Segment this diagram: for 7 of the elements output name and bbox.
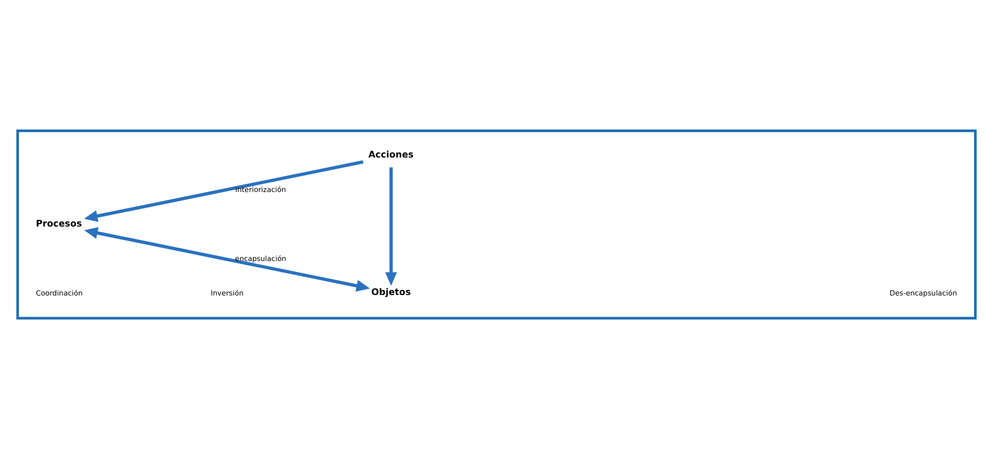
node-text: Objetos (371, 288, 411, 298)
cluster (16, 130, 977, 320)
node-text: Procesos (36, 219, 82, 230)
arrow (84, 227, 370, 292)
arrow (385, 167, 397, 286)
arrow (84, 160, 364, 222)
node-text: Acciones (368, 150, 414, 160)
